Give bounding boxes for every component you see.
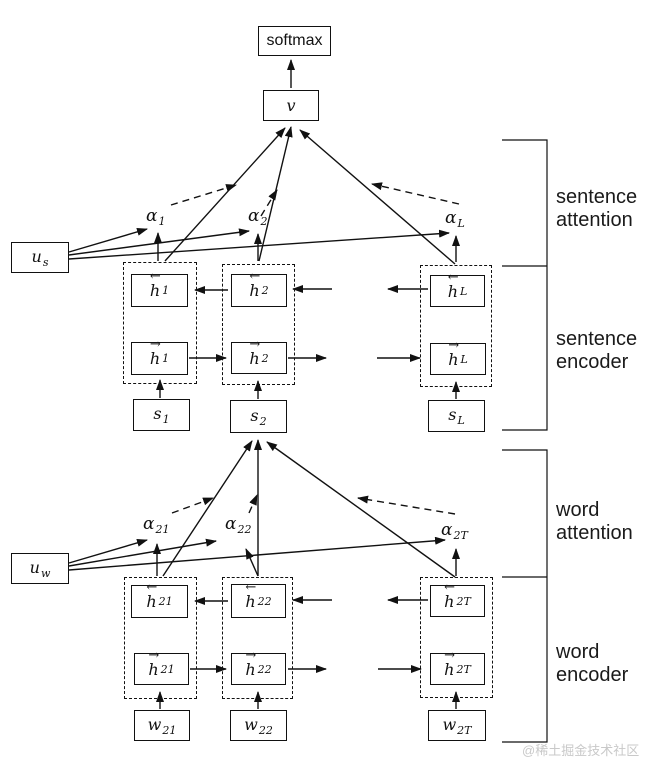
- word-encoder-label: word encoder: [556, 641, 629, 686]
- arrows-s-inputs: [156, 379, 460, 399]
- left-arrow-icon: ←: [444, 579, 456, 595]
- right-arrow-icon: →: [444, 647, 456, 663]
- section-brackets: [502, 139, 548, 743]
- arrows-sentence-encoder: [189, 285, 428, 362]
- sentence-encoder-label: sentence encoder: [556, 328, 638, 373]
- left-arrow-icon: ←: [447, 269, 459, 285]
- word-gru-cell-22: [222, 577, 293, 699]
- w21-input-node: w21: [134, 710, 190, 741]
- softmax-label: softmax: [266, 32, 323, 49]
- sentence-context-vector-node: us: [11, 242, 69, 273]
- right-arrow-icon: →: [448, 337, 460, 353]
- sentence-gru-cell-2: [222, 264, 295, 385]
- word-attention-label: word attention: [556, 499, 633, 544]
- sentence-attention-label: sentence attention: [556, 186, 638, 231]
- arrows-h-to-alpha-sentence: [154, 232, 460, 262]
- uw-label: uw: [29, 557, 51, 580]
- arrows-uw-to-alphas: [68, 536, 446, 571]
- softmax-node: softmax: [258, 26, 331, 56]
- right-arrow-icon: →: [149, 337, 161, 352]
- dashed-alpha-arrows-word: [171, 494, 456, 515]
- arrows-h-to-alpha-word: [153, 543, 460, 577]
- left-arrow-icon: ←: [149, 269, 161, 284]
- alpha-1-label: α1: [146, 206, 166, 228]
- left-arrow-icon: ←: [245, 579, 257, 595]
- right-arrow-icon: →: [245, 647, 257, 663]
- alpha-22-label: α22: [225, 514, 252, 536]
- left-arrow-icon: ←: [146, 580, 158, 595]
- arrows-sentence-h-to-v: [164, 126, 456, 265]
- word-context-vector-node: uw: [11, 553, 69, 584]
- w2T-input-node: w2T: [428, 710, 486, 741]
- left-arrow-icon: ←: [249, 269, 261, 284]
- alpha-2T-label: α2T: [441, 520, 468, 542]
- word-gru-cell-2T: [420, 577, 493, 698]
- dashed-alpha-arrows-sentence: [170, 182, 460, 217]
- sentence-gru-cell-L: [420, 265, 492, 387]
- watermark: @稀土掘金技术社区: [522, 743, 640, 758]
- alpha-21-label: α21: [143, 514, 170, 536]
- us-label: us: [31, 246, 49, 269]
- alpha-2-label: α2: [248, 206, 268, 228]
- sentence-gru-cell-1: [123, 262, 197, 384]
- arrows-us-to-alphas: [68, 227, 450, 260]
- s2-input-node: s2: [230, 400, 287, 433]
- v-label: v: [286, 96, 296, 115]
- w22-input-node: w22: [230, 710, 287, 741]
- right-arrow-icon: →: [249, 336, 261, 352]
- sL-input-node: sL: [428, 400, 485, 432]
- alpha-L-label: αL: [445, 208, 465, 230]
- document-vector-node: v: [263, 90, 319, 121]
- right-arrow-icon: →: [148, 647, 160, 663]
- s1-input-node: s1: [133, 399, 190, 431]
- arrows-word-h-to-s2: [162, 439, 456, 578]
- arrows-w-inputs: [156, 691, 460, 709]
- word-gru-cell-21: [124, 577, 197, 699]
- arrows-word-encoder: [190, 596, 428, 673]
